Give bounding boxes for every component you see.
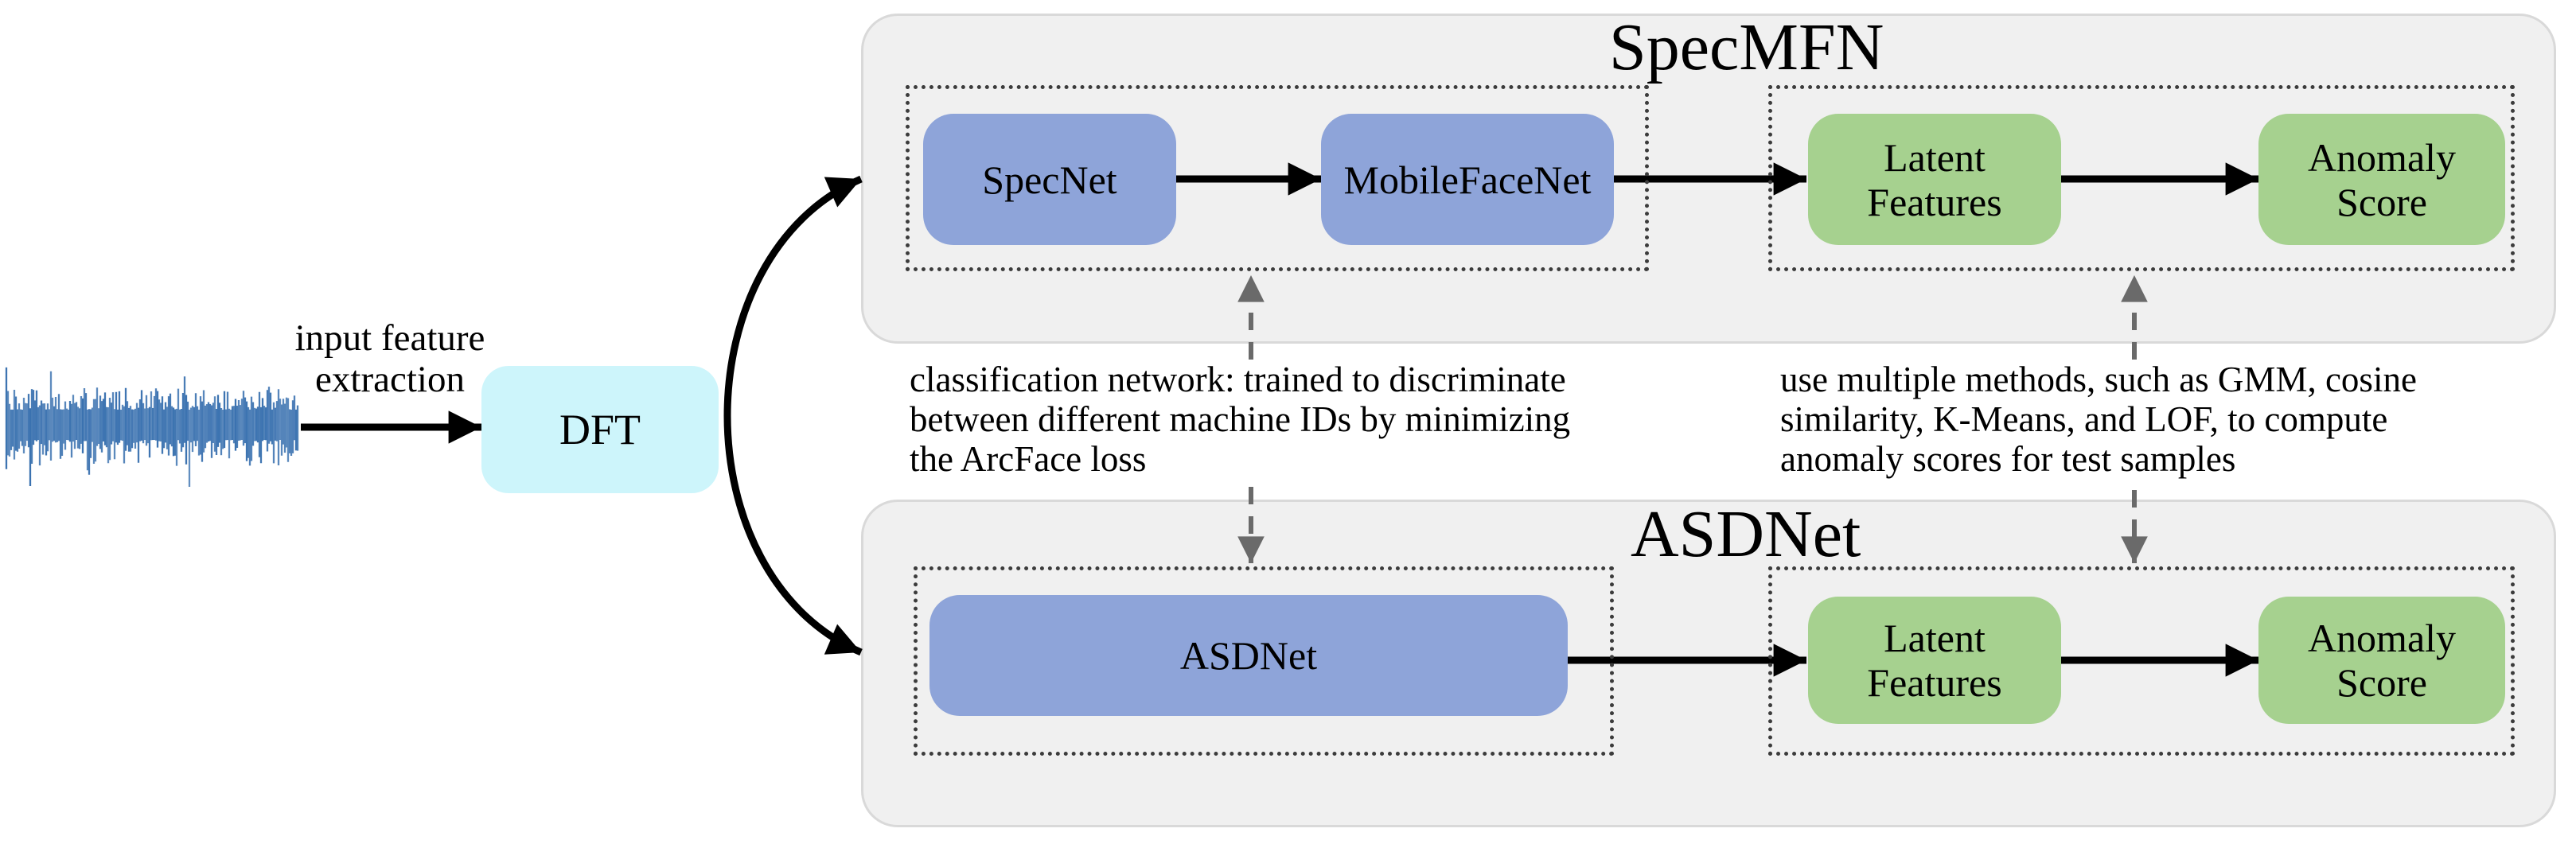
classifier-annotation: classification network: trained to discr… bbox=[910, 360, 1571, 479]
asdnet-classifier-group bbox=[914, 566, 1614, 756]
specmfn-classifier-group bbox=[906, 85, 1649, 271]
anomaly-score-node-top: Anomaly Score bbox=[2258, 114, 2505, 245]
asdnet-node: ASDNet bbox=[929, 595, 1568, 716]
specnet-node: SpecNet bbox=[923, 114, 1176, 245]
input-feature-extraction-label: input feature extraction bbox=[294, 317, 485, 400]
latent-features-node-top: Latent Features bbox=[1808, 114, 2061, 245]
asdnet-title: ASDNet bbox=[1631, 497, 1861, 571]
specmfn-title: SpecMFN bbox=[1609, 10, 1884, 84]
dft-node: DFT bbox=[481, 366, 719, 493]
arc-dft-to-branches bbox=[723, 175, 863, 656]
asdnet-scoring-group bbox=[1768, 566, 2515, 756]
latent-features-node-bottom: Latent Features bbox=[1808, 597, 2061, 724]
anomaly-score-node-bottom: Anomaly Score bbox=[2258, 597, 2505, 724]
scoring-annotation: use multiple methods, such as GMM, cosin… bbox=[1780, 360, 2417, 479]
specmfn-scoring-group bbox=[1768, 85, 2515, 271]
mobilefacenet-node: MobileFaceNet bbox=[1321, 114, 1614, 245]
audio-waveform-icon bbox=[5, 367, 299, 487]
